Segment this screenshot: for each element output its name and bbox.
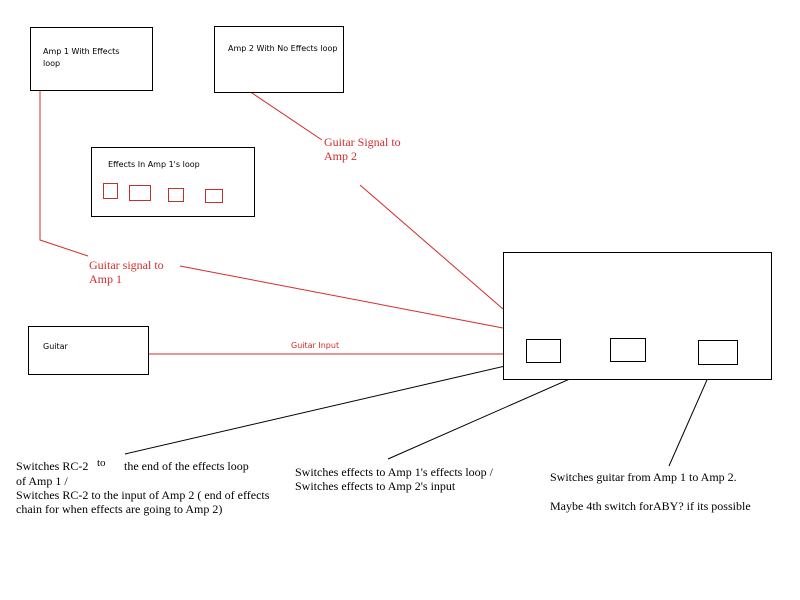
switch1-note-d: of Amp 1 / xyxy=(16,474,68,488)
amp1-label: Amp 1 With Effects loop xyxy=(43,47,120,68)
switch-2 xyxy=(610,338,646,362)
effects-label: Effects In Amp 1's loop xyxy=(108,160,200,169)
amp2-label: Amp 2 With No Effects loop xyxy=(228,44,338,53)
effect-pedal-2 xyxy=(129,185,151,201)
signal-label-amp2: Guitar Signal to Amp 2 xyxy=(324,135,401,163)
switch-1 xyxy=(526,339,561,363)
switcher-box xyxy=(503,252,772,380)
switch2-note: Switches effects to Amp 1's effects loop… xyxy=(295,465,494,493)
signal-line-amp1 xyxy=(39,90,89,257)
effect-pedal-4 xyxy=(205,189,223,203)
pointer-switch3 xyxy=(668,363,715,467)
signal-label-amp1: Guitar signal to Amp 1 xyxy=(89,258,164,286)
effects-box: Effects In Amp 1's loop xyxy=(91,147,255,217)
switch1-note-b: to xyxy=(97,457,106,469)
pointer-switch1 xyxy=(124,359,532,455)
switch-3 xyxy=(698,340,738,365)
switch4-note: Maybe 4th switch forABY? if its possible xyxy=(550,499,751,513)
guitar-label: Guitar xyxy=(43,342,68,351)
signal-line-amp1-to-switcher xyxy=(179,265,504,329)
effect-pedal-1 xyxy=(103,183,118,199)
switch1-note-c: the end of the effects loop xyxy=(124,459,249,473)
amp1-box: Amp 1 With Effects loop xyxy=(30,27,153,91)
signal-line-amp2-lower xyxy=(359,184,504,310)
effect-pedal-3 xyxy=(168,188,184,202)
switch1-note-e: Switches RC-2 to the input of Amp 2 ( en… xyxy=(16,488,270,516)
amp2-box: Amp 2 With No Effects loop xyxy=(214,26,344,93)
signal-line-amp2-upper xyxy=(248,90,323,141)
switch3-note: Switches guitar from Amp 1 to Amp 2. xyxy=(550,470,737,484)
guitar-box: Guitar xyxy=(28,326,149,375)
switch1-note-a: Switches RC-2 xyxy=(16,459,89,473)
guitar-input-label: Guitar Input xyxy=(291,341,340,350)
